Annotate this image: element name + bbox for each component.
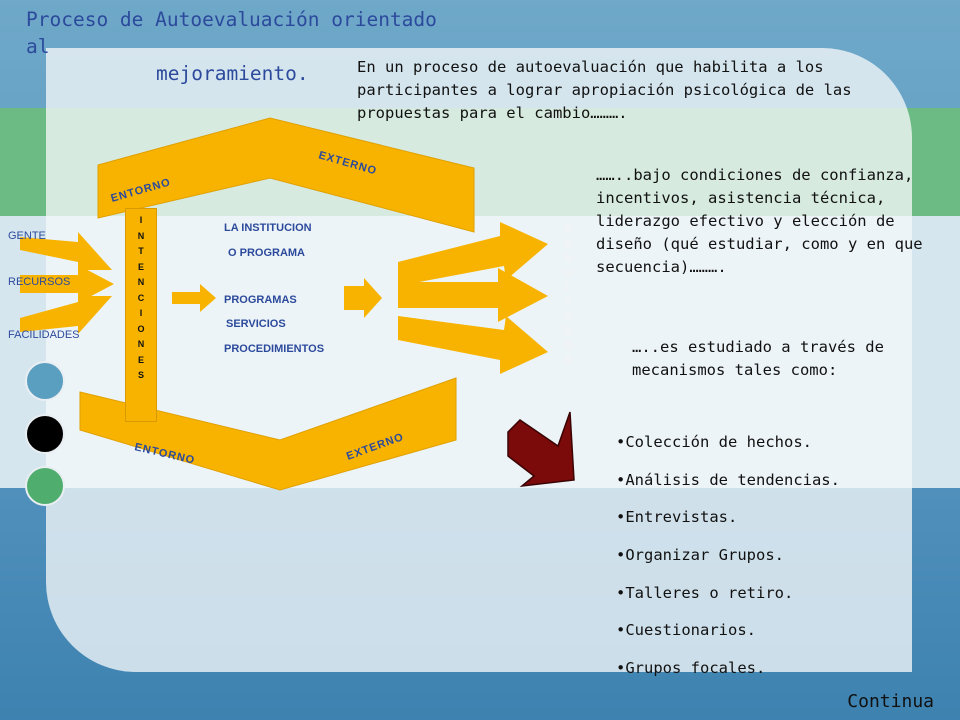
list-item: Grupos focales. xyxy=(616,656,936,694)
list-item: Análisis de tendencias. xyxy=(616,468,936,506)
intervention-letter: I xyxy=(139,215,143,225)
intervention-letter: O xyxy=(137,323,145,334)
continue-link[interactable]: Continua xyxy=(847,691,934,712)
title-line-2: mejoramiento. xyxy=(156,62,309,85)
title-line-1: Proceso de Autoevaluación orientado al xyxy=(26,8,437,58)
results-letter: D xyxy=(564,325,572,338)
output-arrow-bottom xyxy=(398,316,548,374)
circle-green xyxy=(25,466,65,506)
mechanisms-list: Colección de hechos. Análisis de tendenc… xyxy=(616,430,936,694)
input-label-facilidades: FACILIDADES xyxy=(8,329,80,341)
intervention-letter: E xyxy=(137,261,144,272)
intro-text: En un proceso de autoevaluación que habi… xyxy=(357,58,852,122)
intervention-letter: I xyxy=(139,308,143,318)
next-arrow-icon xyxy=(507,411,575,488)
list-item: Organizar Grupos. xyxy=(616,543,936,581)
top-environment-band xyxy=(97,117,475,233)
slide-title: Proceso de Autoevaluación orientado al m… xyxy=(26,6,466,87)
institution-line-1: LA INSTITUCION xyxy=(224,222,312,234)
results-letter: E xyxy=(564,237,572,250)
intervention-letter: C xyxy=(137,292,145,303)
program-label-servicios: SERVICIOS xyxy=(226,318,286,330)
results-letter: A xyxy=(564,310,572,323)
intervention-letter: E xyxy=(137,354,144,365)
list-item: Talleres o retiro. xyxy=(616,581,936,619)
studied-text: …..es estudiado a través de mecanismos t… xyxy=(632,338,884,379)
results-letter: R xyxy=(564,223,572,235)
results-letter: L xyxy=(564,281,572,294)
intervention-letter: N xyxy=(137,230,145,241)
results-letter: T xyxy=(564,295,572,308)
intervention-letter: N xyxy=(137,277,145,287)
mid-arrow-1 xyxy=(172,284,216,312)
input-label-gente: GENTE xyxy=(8,230,46,242)
input-arrow-gente xyxy=(20,232,112,270)
intervention-letter: T xyxy=(138,246,144,256)
circle-blue xyxy=(25,361,65,401)
results-letter: S xyxy=(564,252,572,265)
results-letter: U xyxy=(564,266,572,279)
interventions-box: I N T E N C I O N E S xyxy=(125,208,157,422)
input-label-recursos: RECURSOS xyxy=(8,276,71,288)
list-item: Colección de hechos. xyxy=(616,430,936,468)
program-label-programas: PROGRAMAS xyxy=(224,294,297,306)
results-letters: R E S U L T A D O S xyxy=(562,222,574,368)
circle-black xyxy=(25,414,65,454)
mid-arrow-2 xyxy=(344,278,382,318)
list-item: Cuestionarios. xyxy=(616,618,936,656)
program-label-procedimientos: PROCEDIMIENTOS xyxy=(224,343,325,355)
interventions-letters: I N T E N C I O N E S xyxy=(126,213,156,384)
output-arrow-top xyxy=(398,222,548,286)
bottom-environment-band xyxy=(79,377,457,491)
results-letter: O xyxy=(563,339,573,352)
input-arrow-recursos xyxy=(20,265,114,303)
output-arrow-mid xyxy=(398,268,548,322)
list-item: Entrevistas. xyxy=(616,505,936,543)
conditions-text: ……..bajo condiciones de confianza, incen… xyxy=(596,166,923,276)
results-letter: S xyxy=(564,354,572,367)
intervention-letter: N xyxy=(137,339,145,349)
intervention-letter: S xyxy=(137,370,144,380)
institution-line-2: O PROGRAMA xyxy=(228,247,305,259)
input-arrow-facilidades xyxy=(20,296,112,334)
